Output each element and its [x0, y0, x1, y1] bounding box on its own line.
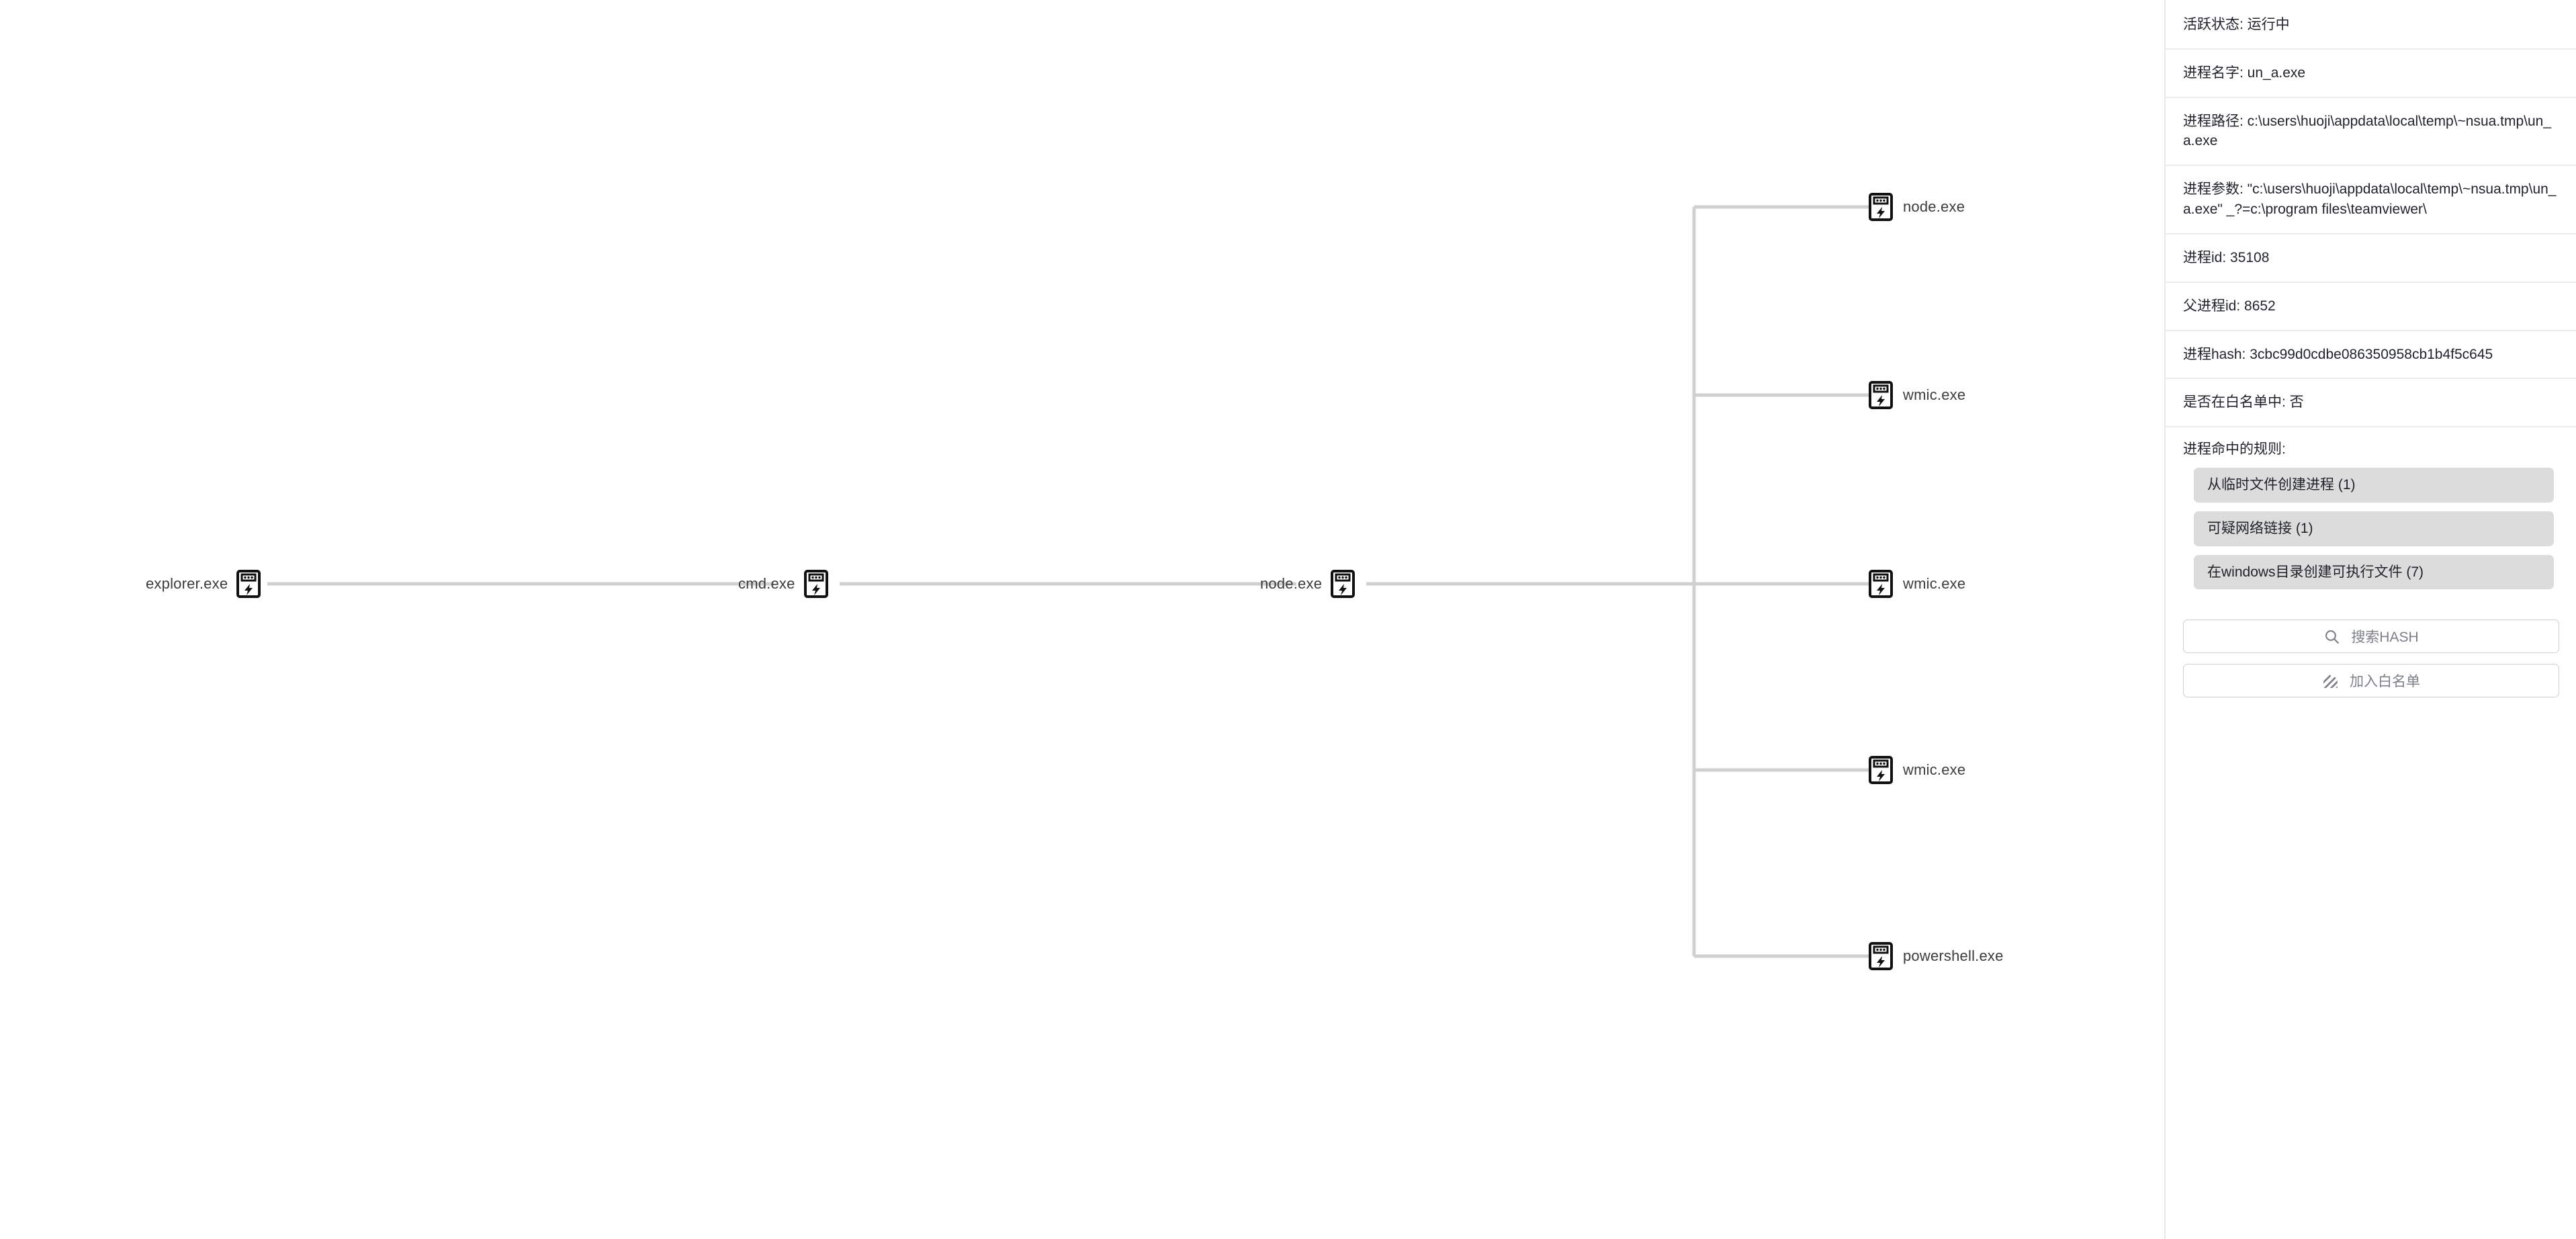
detail-row-matched-rules: 进程命中的规则: 从临时文件创建进程 (1) 可疑网络链接 (1) 在windo…	[2166, 427, 2576, 603]
process-node-label: wmic.exe	[1903, 761, 1966, 778]
process-window-bolt-icon	[1868, 570, 1894, 598]
detail-value: 3cbc99d0cdbe086350958cb1b4f5c645	[2250, 346, 2493, 362]
process-node-label: cmd.exe	[738, 575, 795, 592]
detail-row-process-name: 进程名字: un_a.exe	[2166, 50, 2576, 98]
detail-row-process-path: 进程路径: c:\users\huoji\appdata\local\temp\…	[2166, 98, 2576, 167]
detail-row-process-hash: 进程hash: 3cbc99d0cdbe086350958cb1b4f5c645	[2166, 331, 2576, 380]
detail-key: 进程id:	[2183, 249, 2231, 265]
process-tree-edges	[267, 205, 1879, 958]
detail-value: "c:\users\huoji\appdata\local\temp\~nsua…	[2183, 181, 2557, 218]
process-node-cmd[interactable]: cmd.exe	[738, 566, 829, 602]
detail-key: 进程参数:	[2183, 181, 2248, 198]
detail-row-parent-process-id: 父进程id: 8652	[2166, 283, 2576, 331]
rule-chip[interactable]: 可疑网络链接 (1)	[2194, 511, 2554, 546]
matched-rules-title: 进程命中的规则:	[2183, 441, 2286, 458]
process-window-bolt-icon	[1868, 942, 1894, 970]
search-icon	[2323, 628, 2340, 645]
process-detail-panel: 活跃状态: 运行中 进程名字: un_a.exe 进程路径: c:\users\…	[2164, 0, 2576, 1239]
add-to-whitelist-label: 加入白名单	[2350, 674, 2420, 690]
process-node-explorer[interactable]: explorer.exe	[146, 566, 261, 602]
process-window-bolt-icon	[236, 570, 261, 598]
detail-key: 是否在白名单中:	[2183, 394, 2290, 411]
process-node-node[interactable]: node.exe	[1260, 566, 1356, 602]
detail-key: 进程路径:	[2183, 113, 2248, 129]
detail-key: 进程hash:	[2183, 346, 2250, 362]
search-hash-button[interactable]: 搜索HASH	[2182, 620, 2559, 654]
detail-key: 进程名字:	[2183, 65, 2248, 81]
rule-chip[interactable]: 从临时文件创建进程 (1)	[2194, 467, 2554, 503]
process-node-child-node[interactable]: node.exe	[1868, 189, 1965, 225]
process-node-label: powershell.exe	[1903, 947, 2004, 964]
detail-row-active-status: 活跃状态: 运行中	[2166, 0, 2576, 50]
process-tree-canvas: explorer.exe cmd.exe node.exe node.exe w…	[146, 189, 2004, 974]
detail-value: 否	[2289, 394, 2304, 411]
add-to-whitelist-button[interactable]: 加入白名单	[2182, 664, 2559, 698]
detail-row-process-id: 进程id: 35108	[2166, 234, 2576, 283]
process-node-label: node.exe	[1260, 575, 1323, 592]
detail-value: 8652	[2244, 298, 2276, 314]
process-node-label: wmic.exe	[1903, 386, 1966, 403]
detail-row-process-args: 进程参数: "c:\users\huoji\appdata\local\temp…	[2166, 166, 2576, 234]
diagonal-stripes-icon	[2321, 672, 2339, 689]
process-node-label: node.exe	[1903, 198, 1965, 215]
process-window-bolt-icon	[1868, 756, 1894, 784]
detail-value: un_a.exe	[2247, 65, 2306, 81]
detail-row-whitelisted: 是否在白名单中: 否	[2166, 379, 2576, 428]
process-node-child-wmic-2[interactable]: wmic.exe	[1868, 566, 1965, 602]
process-window-bolt-icon	[1330, 570, 1356, 598]
process-window-bolt-icon	[1868, 193, 1894, 221]
detail-value: c:\users\huoji\appdata\local\temp\~nsua.…	[2183, 113, 2552, 149]
detail-value: 35108	[2230, 249, 2270, 265]
process-window-bolt-icon	[803, 570, 829, 598]
process-node-label: wmic.exe	[1903, 575, 1966, 592]
process-node-child-wmic-3[interactable]: wmic.exe	[1868, 752, 1965, 788]
process-node-label: explorer.exe	[146, 575, 228, 592]
rule-chip[interactable]: 在windows目录创建可执行文件 (7)	[2194, 554, 2554, 590]
process-node-child-wmic-1[interactable]: wmic.exe	[1868, 377, 1965, 413]
detail-key: 父进程id:	[2183, 298, 2245, 314]
process-window-bolt-icon	[1868, 381, 1894, 409]
search-hash-label: 搜索HASH	[2351, 630, 2419, 646]
process-node-child-powershell[interactable]: powershell.exe	[1868, 938, 2004, 974]
detail-key: 活跃状态:	[2183, 17, 2248, 32]
detail-value: 运行中	[2247, 17, 2290, 32]
